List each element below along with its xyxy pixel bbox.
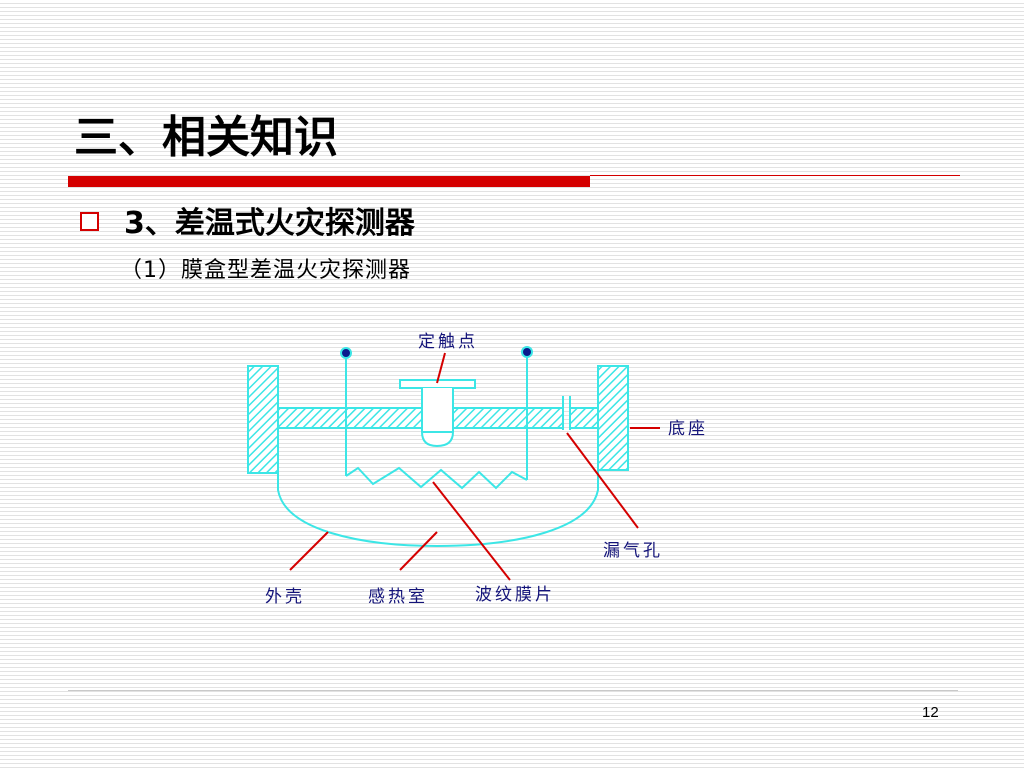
label-diaphragm: 波纹膜片 bbox=[475, 585, 555, 605]
left-base-block bbox=[247, 365, 279, 474]
label-shell: 外壳 bbox=[265, 587, 305, 607]
left-terminal-dot bbox=[340, 347, 352, 359]
title-underline-bar bbox=[68, 176, 590, 187]
leader-line-diaphragm bbox=[432, 481, 511, 581]
square-bullet-icon bbox=[80, 212, 99, 231]
title-underline-thin bbox=[590, 175, 960, 176]
corrugated-diaphragm bbox=[345, 466, 528, 490]
page-number: 12 bbox=[922, 704, 939, 721]
leader-line-heat-chamber bbox=[399, 531, 438, 571]
label-heat-chamber: 感热室 bbox=[368, 587, 428, 607]
bullet-heading: 3、差温式火灾探测器 bbox=[124, 206, 415, 241]
leader-line-shell bbox=[289, 531, 329, 571]
right-base-block bbox=[597, 365, 629, 471]
label-fixed-contact: 定触点 bbox=[418, 332, 478, 352]
base-plate-left bbox=[277, 407, 564, 429]
fixed-contact-stem bbox=[421, 388, 454, 448]
membrane-box-detector-diagram: 定触点 底座 漏气孔 外壳 感热室 波纹膜片 bbox=[247, 332, 708, 607]
leader-line-leak-hole bbox=[566, 432, 639, 529]
footer-rule bbox=[68, 690, 958, 691]
leader-line-fixed-contact bbox=[436, 352, 446, 384]
base-plate-right bbox=[569, 407, 599, 429]
label-leak-hole: 漏气孔 bbox=[603, 541, 663, 561]
right-terminal-dot bbox=[521, 346, 533, 358]
outer-shell bbox=[277, 428, 599, 548]
sub-heading: （1）膜盒型差温火灾探测器 bbox=[120, 258, 411, 283]
slide-title: 三、相关知识 bbox=[74, 112, 338, 163]
label-base: 底座 bbox=[668, 419, 708, 439]
